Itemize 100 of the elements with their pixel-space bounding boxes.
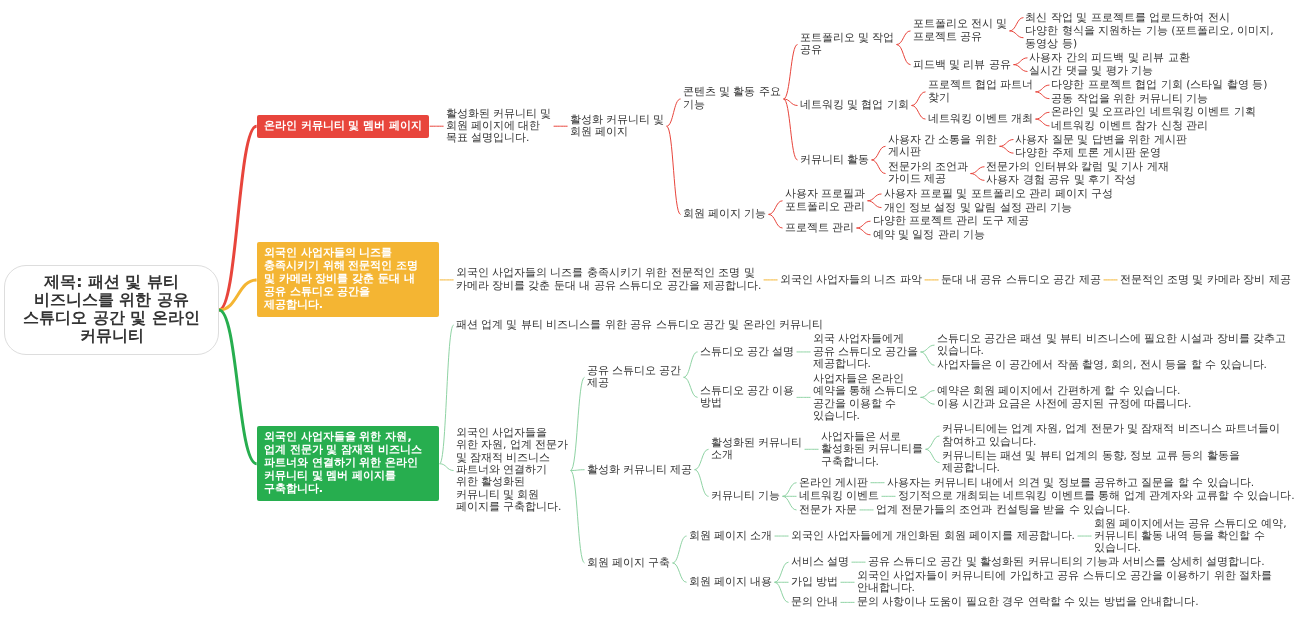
subtopic-label: 콘텐츠 및 활동 주요 기능	[680, 86, 784, 112]
subtopic-label: 다양한 주제 토론 게시판 운영	[1013, 147, 1164, 160]
subtopic-label: 정기적으로 개최되는 네트워킹 이벤트를 통해 업계 관계자와 교류할 수 있습니다.	[895, 490, 1298, 503]
subtopic-label: 공유 스튜디오 공간 제공	[584, 364, 684, 390]
connector-line	[871, 159, 886, 175]
connector-line	[871, 145, 886, 161]
connector-line	[1035, 91, 1050, 100]
connector-line	[870, 482, 885, 484]
subtopic-label: 예약 및 일정 관리 기능	[870, 228, 988, 242]
subtopic-label: 네트워킹 이벤트 참가 신청 관리	[1049, 119, 1211, 133]
connector-line	[856, 220, 871, 229]
connector-line	[911, 105, 926, 120]
subtopic-label: 활성화 커뮤니티 제공	[584, 463, 695, 477]
subtopic-label: 외국인 사업자들에게 개인화된 회원 페이지를 제공합니다.	[788, 530, 1078, 543]
subtopic-label: 사용자 질문 및 답변을 위한 게시판	[1013, 133, 1190, 146]
connector-line	[694, 469, 710, 497]
subtopic-label: 전문가의 조언과 가이드 제공	[885, 161, 971, 186]
connector-line	[783, 44, 799, 100]
connector-line	[1013, 64, 1028, 72]
subtopic-label: 스튜디오 공간은 패션 및 뷰티 비즈니스에 필요한 시설과 장비를 갖추고 있습니다.	[934, 332, 1289, 358]
subtopic-label: 사용자는 커뮤니티 내에서 의견 및 정보를 공유하고 질문을 할 수 있습니다.	[884, 476, 1257, 490]
subtopic-label: 온라인 및 오프라인 네트워킹 이벤트 기획	[1049, 106, 1259, 119]
connector-line	[774, 581, 790, 603]
subtopic-label: 사용자 프로필 및 포트폴리오 관리 페이지 구성	[881, 187, 1116, 201]
connector-line	[218, 278, 257, 312]
subtopic-label: 외국인 사업자들의 니즈를 충족시키기 위한 전문적인 조명 및 카메라 장비를 갖춘 둔대 내 공유 스튜디오 공간을 제공합니다.	[453, 267, 764, 293]
connector-line	[570, 376, 586, 471]
connector-line	[851, 561, 866, 563]
subtopic-label: 프로젝트 협업 파트너 찾기	[925, 79, 1036, 105]
subtopic-label: 사용자 프로필과 포트폴리오 관리	[782, 188, 868, 213]
connector-line	[896, 30, 911, 46]
connector-line	[683, 351, 699, 378]
subtopic-label: 사업자들은 온라인 예약을 통해 스튜디오 공간을 이용할 수 있습니다.	[810, 372, 921, 423]
subtopic-label: 회원 페이지에서는 공유 스튜디오 예약, 커뮤니티 활동 내역 등을 확인할 수 있습니다.	[1091, 517, 1290, 555]
subtopic-label: 다양한 프로젝트 관리 도구 제공	[870, 215, 1032, 228]
connector-line	[783, 98, 799, 161]
connector-line	[920, 390, 935, 398]
connector-line	[439, 324, 455, 465]
subtopic-label: 최신 작업 및 프로젝트를 업로드하여 전시	[1023, 11, 1233, 24]
connector-line	[920, 396, 935, 405]
subtopic-label: 포트폴리오 및 작업 공유	[797, 32, 897, 57]
subtopic-label: 커뮤니티 기능	[708, 490, 783, 503]
subtopic-label: 외국인 사업자들을 위한 자원, 업계 전문가 및 잠재적 비즈니스 파트너와 연결하기 위한 활성화된 커뮤니티 및 회원 페이지를 구축합니다.	[453, 427, 571, 514]
connector-line	[881, 495, 896, 497]
connector-line	[768, 213, 784, 229]
connector-line	[553, 125, 569, 127]
subtopic-label: 네트워킹 이벤트	[796, 490, 882, 503]
connector-line	[859, 509, 874, 511]
connector-line	[1009, 30, 1024, 39]
subtopic-label: 회원 페이지 내용	[686, 576, 775, 589]
connector-line	[1009, 17, 1024, 32]
connector-line	[570, 469, 586, 471]
connector-line	[920, 351, 935, 366]
connector-line	[768, 200, 784, 215]
branch-topic-box: 온라인 커뮤니티 및 멤버 페이지	[256, 114, 430, 138]
subtopic-label: 공유 스튜디오 공간 및 활성화된 커뮤니티의 기능과 서비스를 상세히 설명합니다.	[865, 556, 1268, 569]
connector-line	[924, 279, 940, 281]
subtopic-label: 회원 페이지 소개	[686, 530, 775, 543]
subtopic-label: 피드백 및 리뷰 공유	[910, 58, 1014, 71]
branch-topic-box: 외국인 사업자들을 위한 자원, 업계 전문가 및 잠재적 비즈니스 파트너와 연결하기 위한 온라인 커뮤니티 및 멤버 페이지를 구축합니다.	[256, 426, 440, 502]
connector-line	[429, 125, 445, 127]
connector-line	[920, 344, 935, 353]
subtopic-label: 개인 정보 설정 및 알림 설정 관리 기능	[881, 201, 1075, 214]
connector-line	[999, 139, 1014, 147]
subtopic-label: 활성화된 커뮤니티 및 회원 페이지에 대한 목표 설명입니다.	[443, 107, 554, 145]
connector-line	[666, 125, 682, 215]
connector-line	[782, 495, 798, 511]
subtopic-label: 사용자 경험 공유 및 후기 작성	[984, 174, 1139, 187]
subtopic-label: 회원 페이지 구축	[584, 556, 673, 570]
subtopic-label: 사업자들은 서로 활성화된 커뮤니티를 구축합니다.	[818, 430, 926, 468]
connector-line	[570, 470, 586, 564]
subtopic-label: 공동 작업을 위한 커뮤니티 기능	[1049, 92, 1211, 106]
connector-line	[763, 279, 779, 281]
connector-line	[439, 463, 455, 471]
connector-line	[774, 581, 790, 583]
subtopic-label: 네트워킹 이벤트 개최	[925, 113, 1036, 126]
subtopic-label: 스튜디오 공간 설명	[697, 345, 797, 359]
branch-topic-box: 외국인 사업자들의 니즈를 충족시키기 위해 전문적인 조명 및 카메라 장비를 갖춘 둔대 내 공유 스튜디오 공간을 제공합니다.	[256, 242, 440, 318]
subtopic-label: 실시간 댓글 및 평가 기능	[1027, 65, 1156, 78]
connector-line	[896, 44, 911, 66]
connector-line	[672, 562, 688, 583]
connector-line	[666, 98, 682, 127]
subtopic-label: 스튜디오 공간 이용 방법	[697, 384, 797, 410]
subtopic-label: 포트폴리오 전시 및 프로젝트 공유	[910, 18, 1010, 44]
connector-line	[1077, 535, 1092, 537]
subtopic-label: 문의 사항이나 도움이 필요한 경우 연락할 수 있는 방법을 안내합니다.	[854, 596, 1202, 609]
connector-line	[218, 308, 258, 465]
connector-line	[1035, 111, 1050, 120]
subtopic-label: 사용자 간 소통을 위한 게시판	[885, 133, 1000, 159]
connector-line	[1013, 57, 1028, 66]
subtopic-label: 업계 전문가들의 조언과 컨설팅을 받을 수 있습니다.	[873, 503, 1133, 517]
connector-line	[683, 376, 699, 398]
connector-line	[867, 193, 882, 202]
subtopic-label: 문의 안내	[788, 596, 841, 609]
subtopic-label: 서비스 설명	[788, 556, 852, 569]
subtopic-label: 활성화 커뮤니티 및 회원 페이지	[567, 113, 667, 139]
connector-line	[999, 145, 1014, 154]
subtopic-label: 커뮤니티는 패션 및 뷰티 업계의 동향, 정보 교류 등의 활동을 제공합니다.	[939, 450, 1243, 475]
subtopic-label: 프로젝트 관리	[782, 222, 857, 235]
connector-line	[1035, 84, 1050, 93]
